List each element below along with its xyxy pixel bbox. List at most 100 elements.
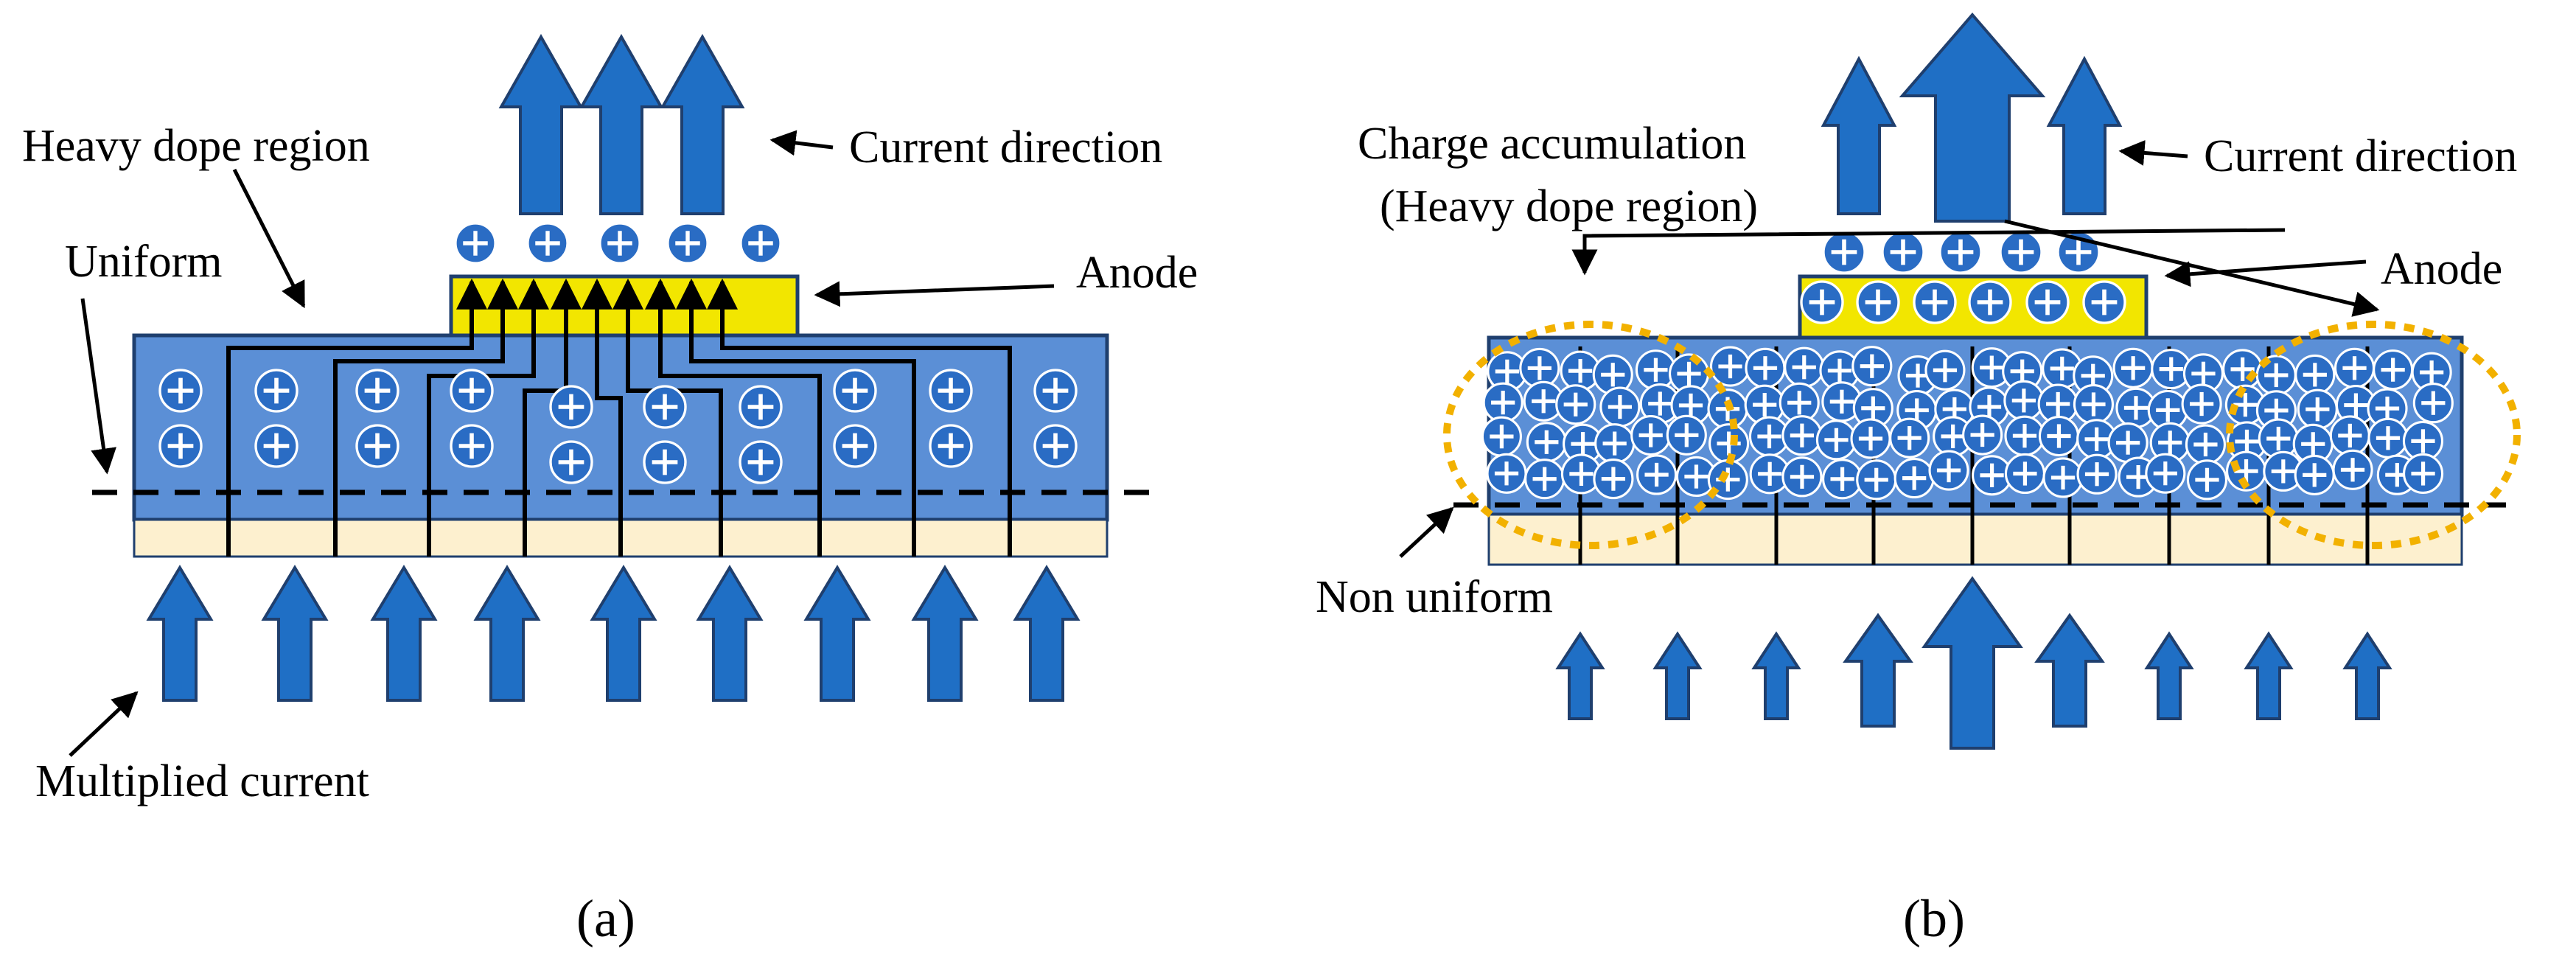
up-arrow-icon	[1555, 631, 1605, 720]
caption-a: (a)	[576, 889, 635, 948]
label-anode: Anode	[1076, 248, 1198, 298]
plus-charge-icon	[1482, 382, 1523, 423]
plus-charge-icon	[158, 424, 203, 468]
plus-charge-icon	[2038, 415, 2080, 457]
plus-charge-icon	[1852, 388, 1893, 429]
plus-charge-icon	[2329, 415, 2370, 456]
plus-charge-icon	[2294, 454, 2335, 495]
plus-charge-icon	[1968, 280, 2012, 324]
plus-charge-icon	[454, 222, 497, 265]
up-arrow-icon	[803, 565, 871, 702]
panel-a: Heavy dope region Uniform Current direct…	[22, 33, 1198, 948]
plus-charge-icon	[2042, 457, 2084, 498]
plus-charge-icon	[929, 424, 973, 468]
pointer-multiplied-current	[69, 691, 139, 757]
plus-charge-icon	[1635, 349, 1676, 391]
plus-charge-icon	[2181, 383, 2222, 425]
plus-charge-icon	[1639, 383, 1680, 425]
pointer-anode	[2164, 259, 2367, 287]
pointer-uniform	[80, 298, 116, 475]
plus-charge-icon	[2082, 280, 2126, 324]
plus-charge-icon	[1519, 347, 1560, 388]
input-arrows	[1555, 576, 2392, 750]
accumulation-zone-left	[1443, 321, 1738, 549]
plus-charge-icon	[2373, 349, 2414, 391]
plus-charge-icon	[1889, 417, 1930, 459]
plus-charge-icon	[2263, 450, 2304, 492]
up-arrow-icon	[1843, 613, 1913, 728]
charge-group	[158, 222, 1078, 484]
up-arrow-icon	[696, 565, 764, 702]
base-layer	[1487, 513, 2463, 566]
plus-charge-icon	[739, 222, 782, 265]
plus-charge-icon	[833, 369, 877, 413]
plus-charge-icon	[2367, 388, 2408, 429]
plus-charge-icon	[1893, 458, 1935, 499]
plus-charge-icon	[1599, 386, 1641, 428]
plus-charge-icon	[2335, 385, 2376, 426]
label-heavy-dope-region: (Heavy dope region)	[1380, 181, 1758, 231]
plus-charge-icon	[2185, 424, 2226, 465]
plus-charge-icon	[1999, 230, 2043, 274]
plus-charge-icon	[2073, 383, 2115, 425]
plus-charge-icon	[1822, 459, 1863, 500]
plus-charge-icon	[1913, 280, 1957, 324]
up-arrow-icon	[370, 565, 438, 702]
plus-charge-icon	[158, 369, 203, 413]
pointer-current-direction	[769, 130, 834, 156]
plus-charge-icon	[1924, 349, 1966, 391]
plus-charge-icon	[2403, 453, 2444, 495]
plus-charge-icon	[355, 424, 399, 468]
up-arrow-icon	[261, 565, 329, 702]
accumulation-zone-right	[2226, 321, 2521, 549]
label-current-direction: Current direction	[849, 122, 1162, 172]
plus-charge-icon	[2003, 380, 2045, 421]
label-non-uniform: Non uniform	[1316, 572, 1553, 622]
plus-charge-icon	[1594, 423, 1636, 464]
up-arrow-icon	[2144, 631, 2194, 720]
caption-b: (b)	[1903, 889, 1965, 948]
plus-charge-icon	[1822, 230, 1866, 274]
output-arrows	[498, 33, 745, 215]
plus-charge-icon	[2186, 459, 2228, 501]
plus-charge-icon	[1745, 347, 1786, 388]
plus-charge-icon	[2182, 353, 2224, 394]
plus-charge-icon	[1850, 418, 1891, 459]
plus-charge-icon	[1779, 382, 1820, 423]
plus-charge-icon	[2076, 453, 2118, 495]
plus-charge-icon	[1666, 414, 1707, 456]
up-arrow-icon	[1921, 576, 2023, 750]
current-paths	[226, 278, 1012, 557]
plus-charge-icon	[1938, 230, 1983, 274]
label-current-direction: Current direction	[2204, 131, 2517, 181]
plus-charge-icon	[2004, 415, 2045, 456]
up-arrow-icon	[2034, 613, 2105, 728]
plus-charge-icon	[1781, 456, 1823, 498]
up-arrow-icon	[1899, 12, 2046, 223]
plus-charge-icon	[1555, 384, 1596, 425]
plus-charge-icon	[549, 440, 593, 484]
plus-charge-icon	[1481, 416, 1522, 457]
plus-charge-icon	[1709, 346, 1751, 387]
plus-charge-icon	[2297, 388, 2338, 430]
up-arrow-icon	[473, 565, 541, 702]
plus-charge-icon	[2112, 347, 2154, 388]
plus-charge-icon	[1523, 380, 1564, 422]
up-arrow-icon	[2244, 631, 2294, 720]
plus-charge-icon	[1526, 422, 1567, 463]
plus-charge-icon	[1033, 424, 1078, 468]
plus-charge-icon	[2002, 351, 2043, 392]
pointer-non-uniform	[1399, 506, 1454, 558]
panel-b: Charge accumulation (Heavy dope region) …	[1316, 12, 2521, 948]
up-arrow-icon	[1751, 631, 1801, 720]
label-heavy-dope-region: Heavy dope region	[22, 121, 370, 171]
current-path-line	[707, 278, 1012, 557]
plus-charge-icon	[1856, 459, 1897, 501]
plus-charge-icon	[643, 440, 687, 484]
up-arrow-icon	[1013, 565, 1081, 702]
current-path-line	[582, 278, 623, 557]
up-arrow-icon	[2342, 631, 2392, 720]
plus-charge-icon	[1524, 459, 1566, 500]
label-uniform: Uniform	[65, 237, 223, 287]
